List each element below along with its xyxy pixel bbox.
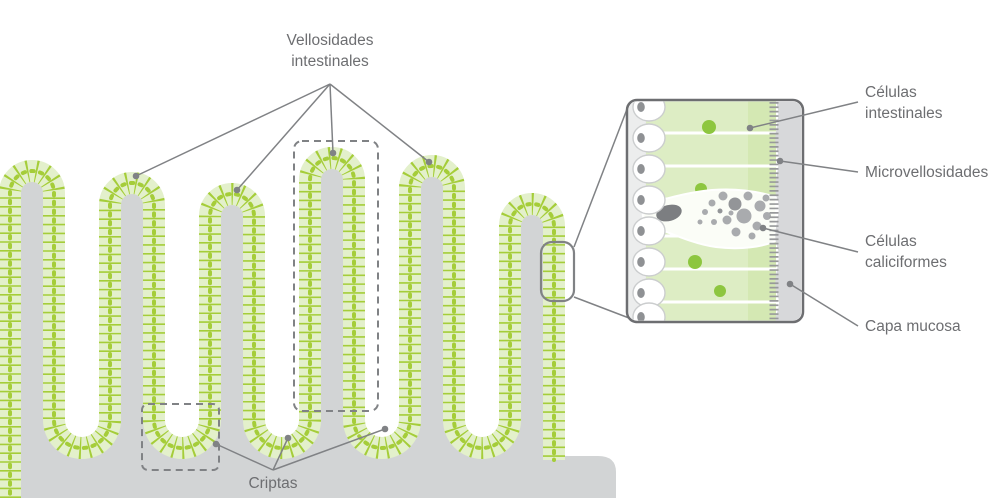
mucus-granule <box>728 210 734 216</box>
basal-cell <box>632 302 666 321</box>
goblet-leader-dot <box>759 224 767 232</box>
villi-leader-dot <box>329 149 337 157</box>
inset-content <box>628 101 801 321</box>
crypts-label: Criptas <box>248 475 297 492</box>
villi-label-line2: intestinales <box>291 53 369 70</box>
cells-leader-line <box>749 101 859 129</box>
inset-magnified-epithelium <box>625 98 805 324</box>
mucosa-leader-dot <box>786 280 794 288</box>
goblet-label-line1: Células <box>865 233 917 250</box>
mucus-granule <box>731 227 741 237</box>
mucus-granule <box>697 219 703 225</box>
villi-leader-line <box>135 83 331 177</box>
mucous-layer <box>775 102 801 321</box>
villi-leader-dot <box>132 172 140 180</box>
green-granule <box>702 120 716 134</box>
cell-nucleus <box>637 257 645 267</box>
goblet-label-line2: caliciformes <box>865 254 947 271</box>
zoom-source-rect <box>539 240 576 303</box>
cell-nucleus <box>637 102 645 112</box>
basal-cell <box>632 185 666 215</box>
goblet-leader-line <box>762 227 859 253</box>
mucus-granule <box>748 232 756 240</box>
crypts-leader-dot <box>284 434 292 442</box>
mucus-granule <box>762 194 770 202</box>
basal-cell <box>632 101 666 122</box>
basal-cell <box>632 216 666 246</box>
zoom-connector-top <box>573 103 630 248</box>
basal-cell <box>632 123 666 153</box>
crypts-leader-line <box>272 437 289 471</box>
green-granule <box>688 255 702 269</box>
villi-leader-line <box>236 83 331 191</box>
basal-cell <box>632 154 666 184</box>
crypts-leader-line <box>215 443 274 471</box>
villi-leader-dot <box>233 186 241 194</box>
villus-highlight-box <box>293 140 379 412</box>
cell-nucleus <box>637 288 645 298</box>
epithelium-nuclei-dots <box>8 156 556 498</box>
microvilli-label: Microvellosidades <box>865 164 988 181</box>
mucus-granule <box>763 212 771 220</box>
mucus-granule <box>728 197 742 211</box>
mucus-granule <box>702 209 708 215</box>
cells-label-line1: Células <box>865 84 917 101</box>
villi-leader-dot <box>425 158 433 166</box>
green-granule <box>714 285 726 297</box>
mucus-granule <box>717 208 723 214</box>
mucus-granule <box>718 191 728 201</box>
cells-leader-dot <box>746 124 754 132</box>
cell-nucleus <box>637 195 645 205</box>
basal-cell <box>632 247 666 277</box>
cell-nucleus <box>637 226 645 236</box>
crypts-leader-dot <box>381 425 389 433</box>
microvilli-leader-line <box>779 160 859 173</box>
mucus-granule <box>736 208 752 224</box>
mucus-granule <box>754 200 766 212</box>
inset-border <box>625 98 805 324</box>
microvilli-leader-dot <box>776 157 784 165</box>
cell-nucleus <box>637 133 645 143</box>
zoom-connector-bottom <box>573 296 630 319</box>
crypt-highlight-box <box>141 403 220 471</box>
villi-annotation: Vellosidades intestinales <box>132 32 433 194</box>
mucus-granule <box>711 219 717 225</box>
mucus-granule <box>743 191 753 201</box>
cell-nucleus <box>637 164 645 174</box>
mucosa-leader-line <box>789 283 859 327</box>
villi-leader-line <box>329 83 334 154</box>
crypts-leader-line <box>272 428 386 471</box>
mucus-granule <box>752 221 762 231</box>
zoom-indicator <box>539 103 630 319</box>
villi-label-line1: Vellosidades <box>286 32 373 49</box>
mucus-granule <box>722 215 732 225</box>
mucosa-label: Capa mucosa <box>865 318 961 335</box>
cells-label-line2: intestinales <box>865 105 943 122</box>
inset-annotations: Células intestinales Microvellosidades C… <box>746 84 988 335</box>
crypts-leader-dot <box>212 440 220 448</box>
villi-tissue <box>0 147 616 498</box>
epithelium-cell-ticks <box>0 147 565 498</box>
crypts-annotation: Criptas <box>212 425 389 492</box>
goblet-nucleus <box>656 204 682 222</box>
villi-leader-line <box>329 83 430 163</box>
mucus-granule <box>708 199 716 207</box>
cell-nucleus <box>637 312 645 321</box>
basal-cell-row <box>632 101 666 321</box>
